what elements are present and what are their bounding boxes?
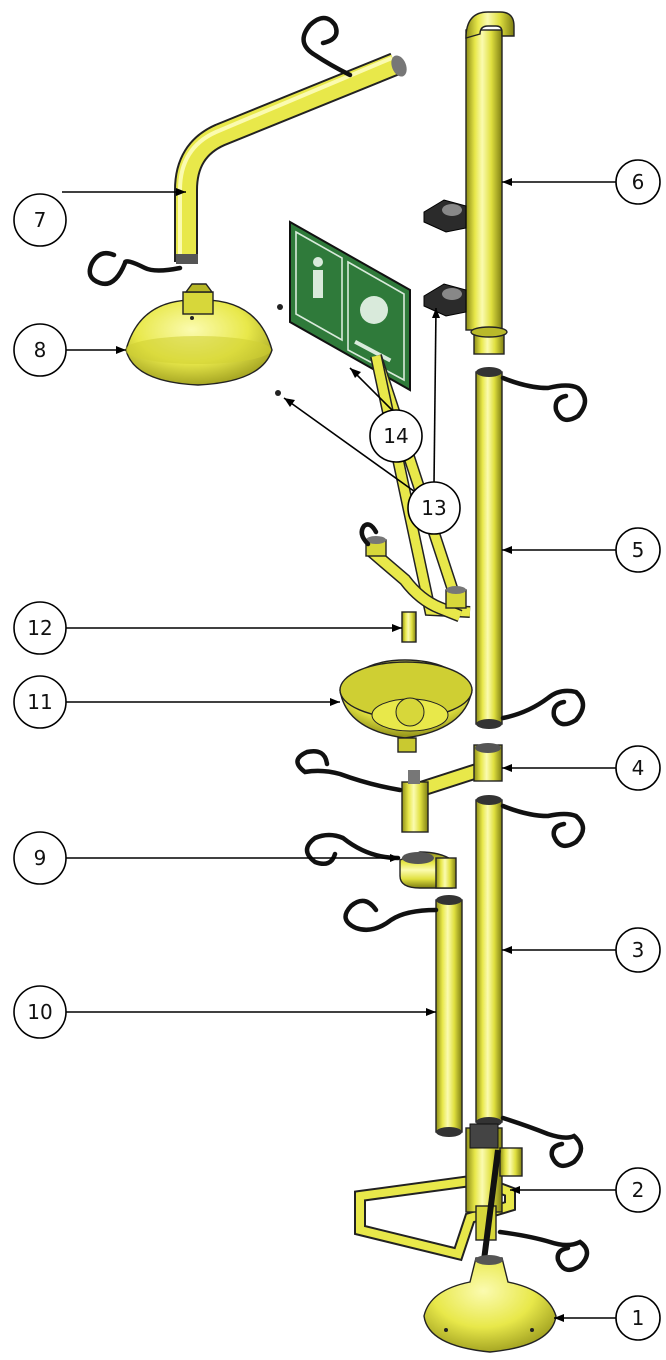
callout-label-12: 12 [27, 616, 52, 640]
callout-4: 4 [502, 745, 661, 791]
callout-label-8: 8 [34, 338, 47, 362]
part-14-safety-sign [289, 220, 411, 392]
part-3-lower-pipe [475, 795, 586, 1169]
callout-11: 11 [13, 675, 340, 729]
callout-label-9: 9 [34, 846, 47, 870]
part-7-shower-arm [174, 15, 407, 264]
callout-label-3: 3 [632, 938, 645, 962]
part-8-shower-head [87, 251, 273, 386]
callout-label-6: 6 [632, 170, 645, 194]
callout-label-1: 1 [632, 1306, 645, 1330]
part-5-middle-pipe [475, 367, 588, 729]
callout-label-4: 4 [632, 756, 645, 780]
callout-5: 5 [502, 527, 661, 573]
part-9-elbow [304, 832, 457, 889]
callout-13: 13 [283, 307, 461, 535]
callout-9: 9 [13, 831, 400, 885]
callout-12: 12 [13, 601, 402, 655]
callout-10: 10 [13, 985, 436, 1039]
part-1-base [423, 1255, 557, 1353]
callout-8: 8 [13, 323, 126, 377]
callout-3: 3 [502, 927, 661, 973]
callout-1: 1 [554, 1295, 661, 1341]
callout-label-11: 11 [27, 690, 52, 714]
callout-label-7: 7 [34, 208, 47, 232]
callout-6: 6 [502, 159, 661, 205]
part-6-upper-pipe [465, 11, 515, 355]
part-11-eyewash-bowl [339, 659, 473, 753]
part-10-side-pipe [343, 895, 463, 1137]
callout-label-2: 2 [632, 1178, 645, 1202]
callout-label-10: 10 [27, 1000, 52, 1024]
callout-2: 2 [510, 1167, 661, 1213]
part-13-brackets [275, 199, 467, 396]
callout-7: 7 [13, 188, 186, 247]
callout-label-13: 13 [421, 496, 446, 520]
callout-14: 14 [349, 367, 423, 463]
part-4-tee-fitting [295, 743, 503, 833]
callout-label-14: 14 [383, 424, 408, 448]
callout-label-5: 5 [632, 538, 645, 562]
part-2-valve-pedal [354, 1123, 590, 1273]
